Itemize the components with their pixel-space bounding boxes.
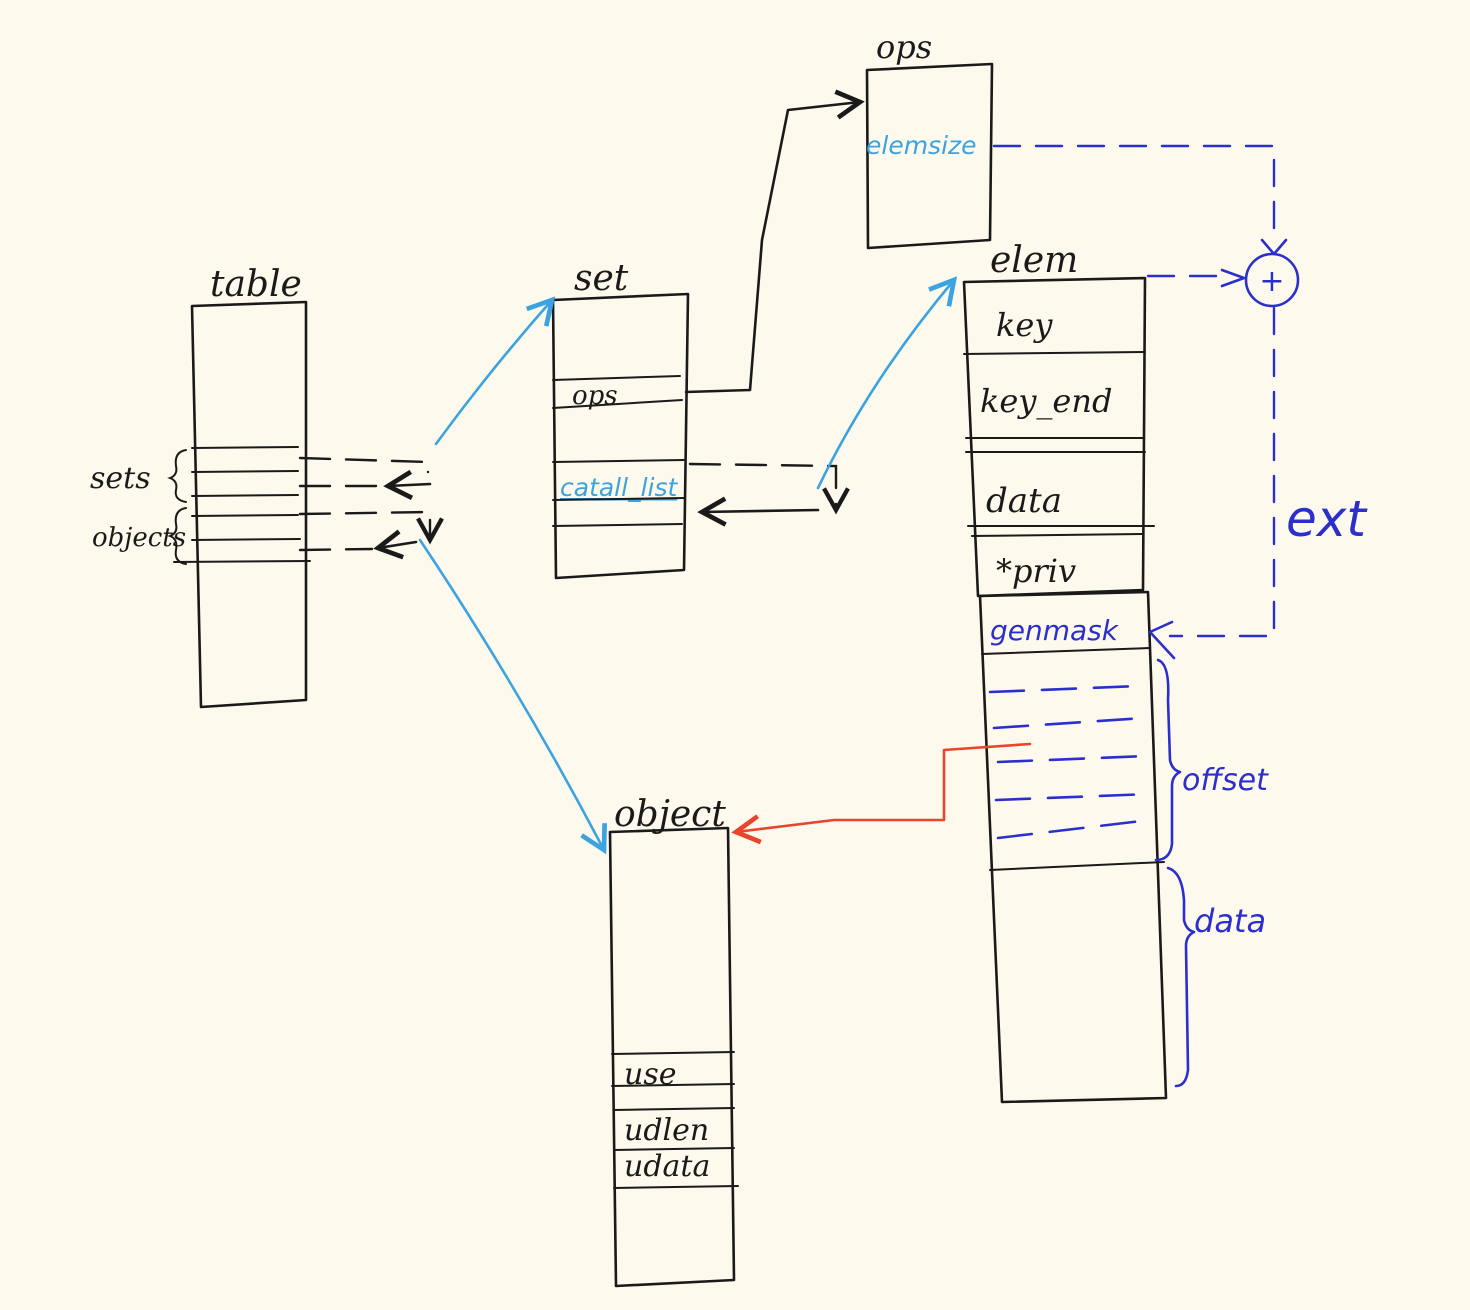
set-box <box>551 292 690 580</box>
ops-title: ops <box>876 28 932 66</box>
table-divider <box>191 538 301 541</box>
ext-label: ext <box>1286 490 1368 548</box>
offset-slot <box>996 818 1152 840</box>
set-struct: set ops catall_list <box>551 258 850 580</box>
set-divider <box>552 375 681 381</box>
elem-data-field: data <box>986 481 1062 521</box>
offset-slot <box>988 684 1142 694</box>
table-sets-to-set-pointer <box>434 296 556 446</box>
objects-label: objects <box>92 523 186 553</box>
elem-divider <box>989 861 1165 871</box>
object-udata-field: udata <box>624 1149 710 1184</box>
elem-keyend-field: key_end <box>980 382 1112 420</box>
elem-priv-field: *priv <box>996 552 1076 590</box>
elem-key-field: key <box>996 306 1053 344</box>
objects-list-prev <box>298 547 374 552</box>
sets-list-prev-arrow <box>383 469 432 500</box>
table-title: table <box>210 264 302 305</box>
plus-circle <box>1244 252 1300 308</box>
elem-to-plus-arrowhead <box>1220 268 1246 288</box>
plus-symbol: + <box>1259 264 1284 299</box>
table-divider <box>173 560 311 563</box>
object-divider <box>611 1083 735 1087</box>
table-struct: table sets objects <box>90 264 444 709</box>
elemsize-to-plus-dash <box>992 144 1276 246</box>
objects-list-next <box>298 510 444 545</box>
object-struct: object use udlen udata <box>608 794 739 1288</box>
set-divider <box>552 497 685 501</box>
elem-header-box <box>962 276 1147 598</box>
elem-genmask-field: genmask <box>990 614 1120 647</box>
set-ops-field: ops <box>572 381 618 411</box>
ext-offset-dash <box>1168 306 1276 638</box>
object-use-field: use <box>624 1057 676 1092</box>
sets-brace <box>167 449 187 503</box>
set-catalllist-to-elem-pointer <box>816 276 958 490</box>
ops-box <box>865 62 994 250</box>
catalllist-next <box>688 462 850 515</box>
elem-divider <box>963 351 1146 355</box>
table-box <box>190 300 308 709</box>
catalllist-prev <box>697 496 820 527</box>
ops-struct: ops elemsize <box>865 28 994 250</box>
offset-slot <box>996 754 1148 764</box>
elem-ext-to-object-pointer <box>731 742 1032 845</box>
ops-elemsize-field: elemsize <box>866 131 977 160</box>
object-divider <box>611 1051 735 1055</box>
elem-title: elem <box>990 240 1078 281</box>
ext-offset-arrowhead <box>1148 620 1176 660</box>
object-divider <box>613 1147 735 1151</box>
offset-slot <box>994 792 1152 802</box>
elem-divider <box>981 647 1151 655</box>
object-box <box>608 826 736 1288</box>
table-divider <box>191 470 299 473</box>
set-divider <box>552 459 685 463</box>
set-catalllist-field: catall_list <box>560 473 678 502</box>
elem-divider <box>971 533 1143 537</box>
objects-brace <box>167 507 187 565</box>
offset-brace <box>1154 658 1182 862</box>
objects-list-prev-arrow <box>373 529 418 560</box>
object-udlen-field: udlen <box>624 1113 709 1148</box>
data-brace <box>1166 866 1196 1088</box>
object-divider <box>613 1107 735 1111</box>
set-divider <box>552 399 683 409</box>
offset-slot <box>992 716 1146 730</box>
table-divider <box>191 446 299 449</box>
table-divider <box>191 514 299 517</box>
set-title: set <box>574 258 629 299</box>
set-divider <box>552 523 683 527</box>
set-ops-pointer <box>684 89 865 394</box>
object-divider <box>613 1185 739 1189</box>
sets-list-next <box>298 456 430 474</box>
elem-struct: elem key key_end data *priv genmask offs… <box>962 240 1269 1104</box>
sets-label: sets <box>90 461 151 496</box>
table-divider <box>191 494 299 497</box>
elemsize-to-plus-arrowhead <box>1260 238 1288 256</box>
offset-label: offset <box>1182 763 1269 798</box>
ext-data-label: data <box>1194 902 1266 940</box>
table-objects-to-object-pointer <box>418 538 607 855</box>
elem-ext-box <box>978 590 1168 1104</box>
